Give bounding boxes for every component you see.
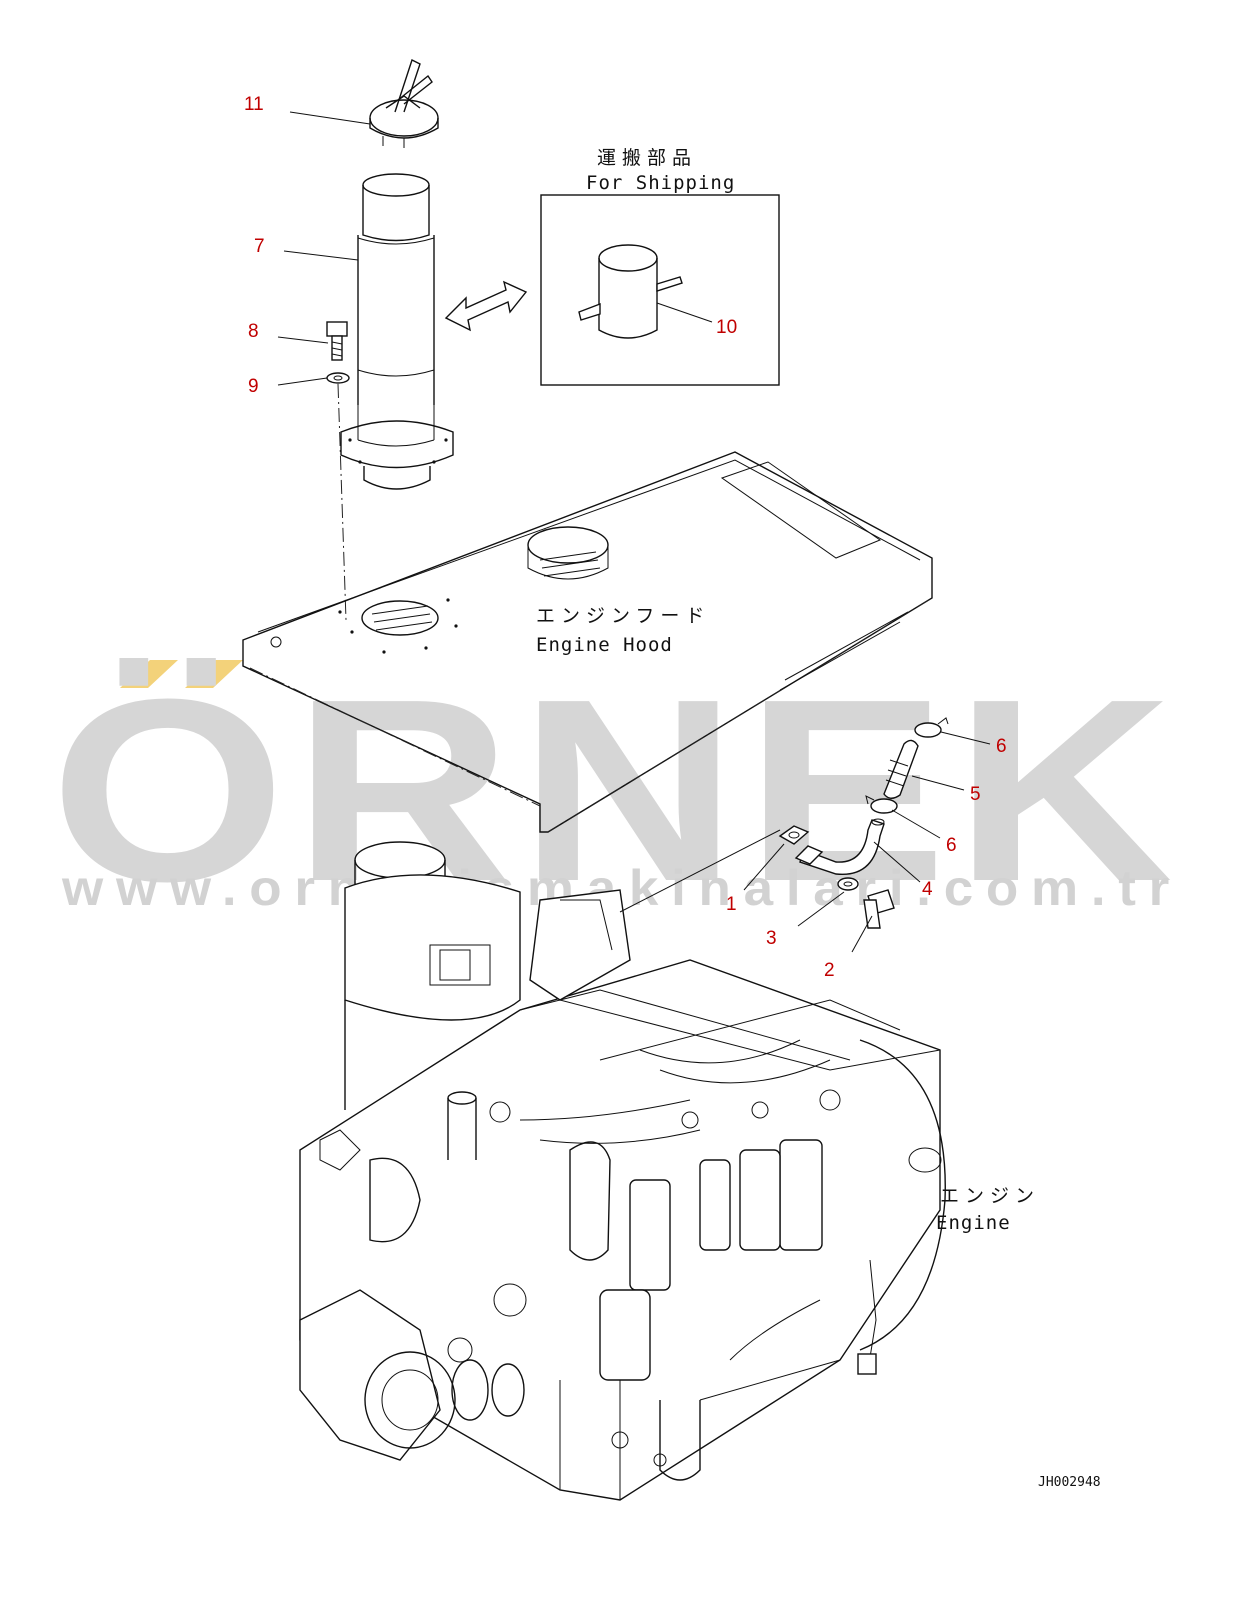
callout-numbers: 11 7 8 9 10 6 5 6 4 1 3 2 xyxy=(244,94,1007,981)
bolt-part-2 xyxy=(863,889,895,929)
pipe-part-4 xyxy=(794,818,885,876)
callout-3: 3 xyxy=(766,928,777,949)
callout-6-top: 6 xyxy=(996,736,1007,757)
callout-8: 8 xyxy=(248,321,259,342)
engine-assembly xyxy=(299,841,946,1501)
watermark-accent-left xyxy=(120,660,178,688)
callout-1: 1 xyxy=(726,894,737,915)
cover-part-10 xyxy=(578,244,683,339)
hose-clamp-part-6-bottom xyxy=(865,795,898,814)
washer-part-3 xyxy=(837,877,859,891)
callout-10: 10 xyxy=(716,317,737,338)
cap-part-11 xyxy=(369,59,439,148)
watermark-accent-right xyxy=(185,660,243,688)
drawing-id: JH002948 xyxy=(1038,1475,1101,1490)
callout-5: 5 xyxy=(970,784,981,805)
shipping-box: 運搬部品 For Shipping xyxy=(540,147,780,386)
callout-6-bottom: 6 xyxy=(946,835,957,856)
engine-hood xyxy=(242,451,933,833)
washer-part-9 xyxy=(326,372,350,621)
shipping-title-jp: 運搬部品 xyxy=(597,147,697,169)
engine-label-jp: エンジン xyxy=(940,1185,1040,1207)
shipping-title-en: For Shipping xyxy=(586,172,735,194)
callout-2: 2 xyxy=(824,960,835,981)
engine-label-en: Engine xyxy=(936,1212,1011,1234)
callout-4: 4 xyxy=(922,879,933,900)
callout-9: 9 xyxy=(248,376,259,397)
callout-11: 11 xyxy=(244,94,264,115)
gasket-part-1 xyxy=(778,825,810,845)
callout-7: 7 xyxy=(254,236,265,257)
bolt-part-8 xyxy=(326,321,348,361)
watermark: ÖRNEK www.ornekismakinalari.com.tr xyxy=(50,646,1180,936)
stack-tube-part-7 xyxy=(340,173,454,490)
hose-part-5 xyxy=(883,739,919,799)
hose-clamp-part-6-top xyxy=(914,717,949,738)
watermark-brand: ÖRNEK xyxy=(50,646,1180,936)
engine-hood-label-jp: エンジンフード xyxy=(536,605,710,627)
engine-hood-label-en: Engine Hood xyxy=(536,634,673,656)
double-arrow xyxy=(444,280,528,332)
leader-lines xyxy=(277,111,991,953)
